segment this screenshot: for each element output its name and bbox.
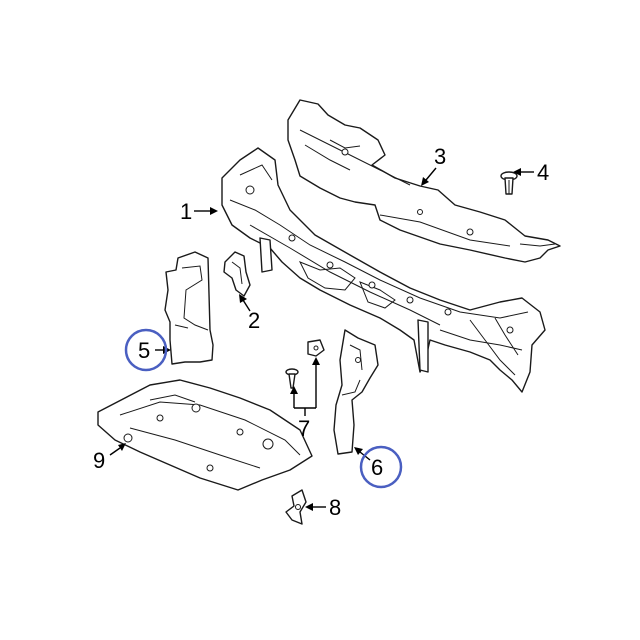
leader-1 xyxy=(194,207,218,215)
callout-8[interactable]: 8 xyxy=(329,495,341,520)
highlight-circle-6 xyxy=(359,445,403,489)
callout-4[interactable]: 4 xyxy=(537,160,549,185)
leader-4 xyxy=(513,168,534,176)
leader-9 xyxy=(109,443,126,456)
left-air-deflector-part[interactable] xyxy=(164,251,214,365)
callout-9[interactable]: 9 xyxy=(93,448,105,473)
callout-2[interactable]: 2 xyxy=(248,308,260,333)
upper-cover-part[interactable] xyxy=(287,99,561,263)
lower-shield-part[interactable] xyxy=(97,379,313,491)
push-pin-part[interactable] xyxy=(500,171,518,195)
highlight-circle-5 xyxy=(124,328,168,372)
right-air-deflector-part[interactable] xyxy=(333,329,379,455)
callout-7[interactable]: 7 xyxy=(298,416,310,441)
callout-1[interactable]: 1 xyxy=(180,199,192,224)
bracket-part[interactable] xyxy=(223,251,251,297)
callout-5[interactable]: 5 xyxy=(138,338,150,363)
leader-3 xyxy=(421,167,437,186)
retainer-clip-part[interactable] xyxy=(285,489,307,525)
leader-8 xyxy=(305,503,326,511)
leader-7 xyxy=(290,357,320,416)
callout-3[interactable]: 3 xyxy=(434,144,446,169)
radiator-support-part[interactable] xyxy=(221,147,546,393)
callout-6[interactable]: 6 xyxy=(371,455,383,480)
leader-2 xyxy=(239,294,251,312)
leader-5 xyxy=(155,346,171,354)
